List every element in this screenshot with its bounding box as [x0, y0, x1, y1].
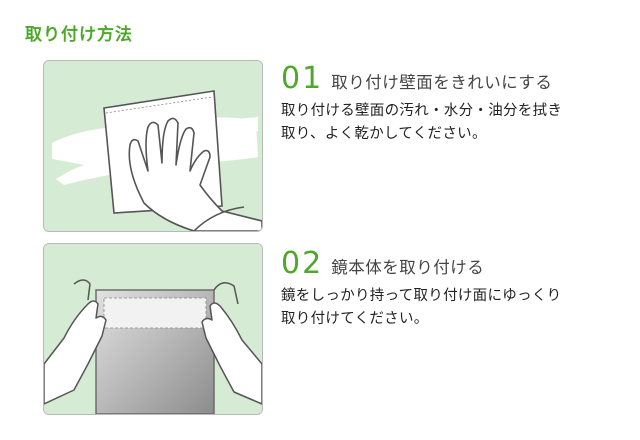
- step-2-illustration: [43, 243, 263, 415]
- step-1: 01 取り付け壁面をきれいにする 取り付ける壁面の汚れ・水分・油分を拭き 取り、…: [281, 62, 626, 146]
- section-heading: 取り付け方法: [25, 25, 133, 45]
- step-1-number: 01: [281, 61, 324, 96]
- step-1-title: 取り付け壁面をきれいにする: [331, 73, 553, 92]
- step-2-number: 02: [281, 246, 324, 281]
- wiping-hand-cloth-illustration: [44, 61, 262, 231]
- step-1-line-1: 取り付ける壁面の汚れ・水分・油分を拭き: [281, 103, 563, 119]
- step-2: 02 鏡本体を取り付ける 鏡をしっかり持って取り付け面にゆっくり 取り付けてくだ…: [281, 247, 626, 331]
- mirror-mounting-hands-illustration: [44, 244, 262, 414]
- step-2-title: 鏡本体を取り付ける: [331, 258, 485, 277]
- step-2-description: 鏡をしっかり持って取り付け面にゆっくり 取り付けてください。: [281, 285, 626, 331]
- step-1-header: 01 取り付け壁面をきれいにする: [281, 62, 626, 96]
- step-1-illustration: [43, 60, 263, 232]
- step-2-line-1: 鏡をしっかり持って取り付け面にゆっくり: [281, 288, 562, 304]
- step-1-line-2: 取り、よく乾かしてください。: [281, 126, 487, 142]
- step-2-line-2: 取り付けてください。: [281, 311, 429, 327]
- step-2-header: 02 鏡本体を取り付ける: [281, 247, 626, 281]
- step-1-description: 取り付ける壁面の汚れ・水分・油分を拭き 取り、よく乾かしてください。: [281, 100, 626, 146]
